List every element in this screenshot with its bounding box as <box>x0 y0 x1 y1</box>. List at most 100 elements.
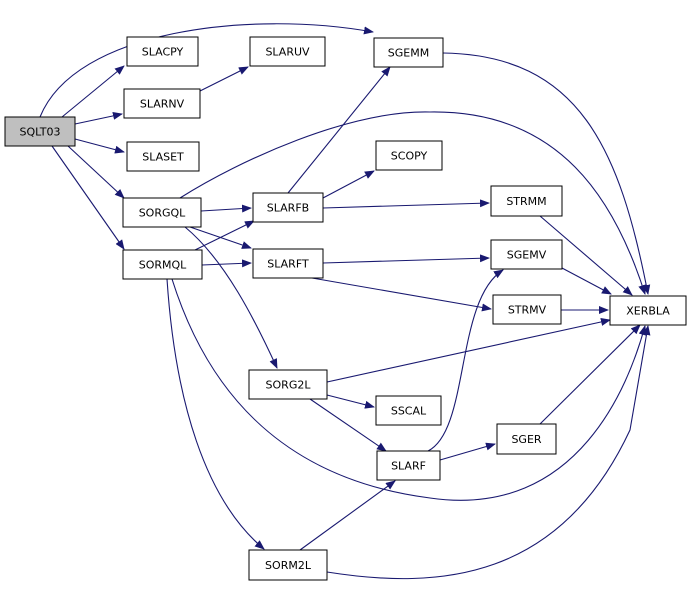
edge-sormql-to-slarfb <box>194 220 255 251</box>
edge-path <box>299 480 396 551</box>
node-sgemv[interactable]: SGEMV <box>490 239 563 270</box>
edge-path <box>326 318 611 383</box>
node-sorm2l[interactable]: SORM2L <box>248 549 328 581</box>
node-label: SLACPY <box>142 46 184 59</box>
edge-slarf-to-sgemv <box>427 269 504 452</box>
node-strmv[interactable]: STRMV <box>492 294 562 325</box>
node-label: SLASET <box>142 151 184 164</box>
edge-path <box>442 52 651 295</box>
edge-sorg2l-to-slarf <box>309 398 387 452</box>
node-label: SGER <box>511 433 541 446</box>
edge-sgemm-to-xerbla <box>442 52 651 295</box>
node-box <box>252 192 324 223</box>
edge-sger-to-xerbla <box>539 324 641 425</box>
node-sger[interactable]: SGER <box>496 423 557 455</box>
edge-sorg2l-to-sscal <box>326 394 375 409</box>
node-slaset[interactable]: SLASET <box>126 141 200 172</box>
edge-path <box>199 66 249 92</box>
edge-sqlt03-to-slarnv <box>74 111 123 125</box>
node-sscal[interactable]: SSCAL <box>375 395 442 426</box>
edge-path <box>539 215 633 296</box>
node-box <box>492 294 562 325</box>
edge-sqlt03-to-slaset <box>74 138 125 154</box>
edge-path <box>326 325 651 580</box>
node-box <box>609 295 687 326</box>
edge-path <box>326 394 375 409</box>
node-label: SSCAL <box>391 405 427 418</box>
node-label: SORM2L <box>265 559 312 572</box>
edge-sorm2l-to-slarf <box>299 480 396 551</box>
node-box <box>248 549 328 581</box>
node-label: SQLT03 <box>20 126 61 139</box>
node-sorgql[interactable]: SORGQL <box>122 197 202 228</box>
edge-sorgql-to-sorg2l <box>184 226 278 369</box>
node-slarnv[interactable]: SLARNV <box>123 88 201 119</box>
node-box <box>248 369 328 400</box>
nodes-layer: SQLT03 SLACPY SLARNV SLASET SORGQL SORMQL SLAR… <box>4 36 687 581</box>
edge-sormql-to-xerbla <box>171 278 647 501</box>
edge-slarft-to-sgemv <box>322 254 490 264</box>
edge-sqlt03-to-sormql <box>51 145 125 250</box>
node-box <box>375 395 442 426</box>
node-label: SORMQL <box>139 259 187 272</box>
node-box <box>126 36 199 67</box>
node-sqlt03[interactable]: SQLT03 <box>4 116 76 147</box>
edge-path <box>322 170 375 199</box>
edge-slarft-to-strmv <box>311 277 492 312</box>
node-slarfb[interactable]: SLARFB <box>252 192 324 223</box>
node-box <box>490 239 563 270</box>
node-label: SLARUV <box>265 46 310 59</box>
node-scopy[interactable]: SCOPY <box>375 140 443 171</box>
edge-sorgql-to-xerbla <box>179 111 647 295</box>
node-box <box>249 36 326 67</box>
node-label: XERBLA <box>626 305 670 318</box>
edge-sgemv-to-xerbla <box>561 267 612 295</box>
node-slarf[interactable]: SLARF <box>376 450 441 481</box>
edge-path <box>287 66 391 194</box>
node-label: SLARF <box>391 460 426 473</box>
edge-path <box>74 138 125 154</box>
node-slaruv[interactable]: SLARUV <box>249 36 326 67</box>
node-strmm[interactable]: STRMM <box>490 185 563 217</box>
node-slarft[interactable]: SLARFT <box>252 248 324 279</box>
edge-path <box>539 324 641 425</box>
node-sorg2l[interactable]: SORG2L <box>248 369 328 400</box>
edge-path <box>74 111 123 125</box>
node-label: SLARNV <box>140 98 185 111</box>
edge-slarf-to-sger <box>439 442 496 461</box>
node-box <box>490 185 563 217</box>
node-box <box>126 141 200 172</box>
edge-strmm-to-xerbla <box>539 215 633 296</box>
node-box <box>375 140 443 171</box>
node-box <box>373 37 444 68</box>
node-box <box>123 88 201 119</box>
node-box <box>376 450 441 481</box>
edge-slarfb-to-sgemm <box>287 66 391 194</box>
node-sormql[interactable]: SORMQL <box>122 249 203 280</box>
node-box <box>122 197 202 228</box>
edge-path <box>201 259 252 268</box>
node-slacpy[interactable]: SLACPY <box>126 36 199 67</box>
edge-path <box>200 204 252 213</box>
edge-path <box>309 398 387 452</box>
edge-path <box>427 269 504 452</box>
node-label: SLARFT <box>267 258 309 271</box>
edge-slarfb-to-scopy <box>322 170 375 199</box>
edge-slarfb-to-strmm <box>322 199 490 209</box>
node-label: SORGQL <box>139 207 186 220</box>
node-xerbla[interactable]: XERBLA <box>609 295 687 326</box>
edge-path <box>61 65 125 118</box>
edge-path <box>311 277 492 312</box>
node-sgemm[interactable]: SGEMM <box>373 37 444 68</box>
edge-sqlt03-to-slacpy <box>61 65 125 118</box>
node-label: SLARFB <box>267 202 309 215</box>
edge-path <box>39 23 374 118</box>
node-box <box>496 423 557 455</box>
edge-path <box>51 145 125 250</box>
edge-path <box>184 226 278 369</box>
node-label: SGEMV <box>507 249 547 262</box>
edge-path <box>166 278 265 550</box>
edge-path <box>561 267 612 295</box>
node-label: SCOPY <box>391 150 428 163</box>
edges-layer <box>39 23 651 580</box>
